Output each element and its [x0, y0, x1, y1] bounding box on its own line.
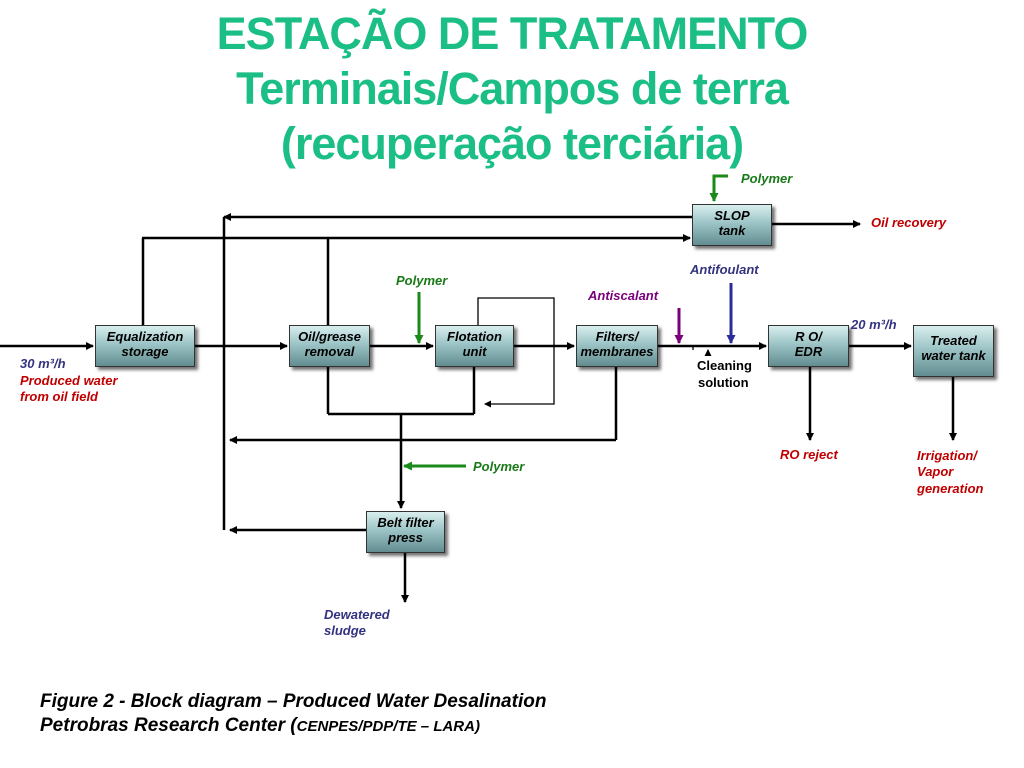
box-label-line2: storage [121, 344, 169, 359]
oil-recovery-label: Oil recovery [871, 215, 947, 230]
antifoulant-label: Antifoulant [690, 262, 759, 277]
caption-line-2-sub: CENPES/PDP/TE – LARA) [296, 718, 480, 735]
polymer-flotation-label: Polymer [396, 273, 448, 288]
box-label-line1: SLOP [714, 208, 750, 223]
ro-edr-box: R O/ EDR [768, 325, 849, 367]
irrigation-label-2: Vapor [917, 464, 954, 479]
inflow-rate-label: 30 m³/h [20, 356, 66, 371]
belt-filter-press-box: Belt filter press [366, 511, 445, 553]
slop-tank-box: SLOP tank [692, 204, 772, 246]
box-label-line2: EDR [794, 344, 823, 359]
polymer-slop-arrow [709, 174, 728, 202]
box-label-line1: Treated [930, 333, 977, 348]
title-line-2: Terminais/Campos de terra [236, 63, 789, 114]
caption-line-2: Petrobras Research Center (CENPES/PDP/TE… [40, 714, 546, 739]
title-line-1: ESTAÇÃO DE TRATAMENTO [216, 8, 809, 59]
box-label-line1: Belt filter [377, 515, 434, 530]
polymer-slop-label: Polymer [741, 171, 793, 186]
figure-caption: Figure 2 - Block diagram – Produced Wate… [40, 690, 546, 739]
page-title: ESTAÇÃO DE TRATAMENTO Terminais/Campos d… [0, 6, 1024, 171]
inflow-label-1: Produced water [20, 373, 118, 388]
filters-membranes-box: Filters/ membranes [576, 325, 658, 367]
equalization-storage-box: Equalization storage [95, 325, 195, 367]
box-label-line1: R O/ [795, 329, 822, 344]
ro-reject-label: RO reject [780, 447, 838, 462]
dewatered-sludge-label-1: Dewatered [324, 607, 390, 622]
box-label-line2: press [388, 530, 423, 545]
dewatered-sludge-label-2: sludge [324, 623, 366, 638]
outflow-rate-label: 20 m³/h [851, 317, 897, 332]
caption-line-1: Figure 2 - Block diagram – Produced Wate… [40, 691, 547, 712]
box-label-line2: membranes [580, 344, 654, 359]
flow-flot-recycle-top [477, 297, 555, 408]
caption-line-2-main: Petrobras Research Center ( [40, 715, 297, 736]
treated-water-tank-box: Treated water tank [913, 325, 994, 377]
box-label-line2: removal [304, 344, 355, 359]
box-label-line1: Oil/grease [298, 329, 361, 344]
cleaning-solution-label-1: Cleaning [697, 358, 752, 373]
box-label-line2: unit [462, 344, 487, 359]
polymer-belt-label: Polymer [473, 459, 525, 474]
cleaning-solution-label-2: solution [698, 375, 749, 390]
box-label-line2: water tank [921, 348, 986, 363]
irrigation-label-1: Irrigation/ [917, 448, 977, 463]
title-line-3: (recuperação terciária) [280, 118, 744, 169]
box-label-line1: Equalization [106, 329, 184, 344]
box-label-line1: Filters/ [595, 329, 639, 344]
oil-grease-removal-box: Oil/grease removal [289, 325, 370, 367]
box-label-line2: tank [718, 223, 746, 238]
irrigation-label-3: generation [917, 481, 984, 496]
antiscalant-label: Antiscalant [588, 288, 659, 303]
inflow-label-2: from oil field [20, 389, 98, 404]
flotation-unit-box: Flotation unit [435, 325, 514, 367]
box-label-line1: Flotation [447, 329, 502, 344]
